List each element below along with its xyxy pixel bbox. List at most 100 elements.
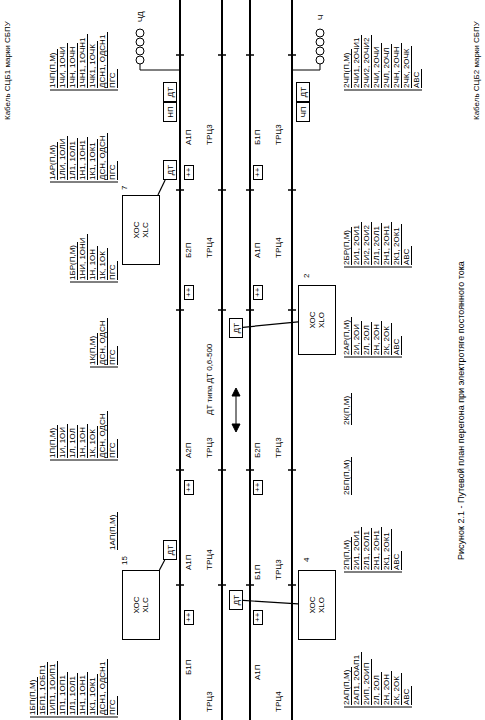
equipment-box: ДТ <box>296 82 310 102</box>
arrow-head <box>232 424 240 432</box>
cable-connector <box>243 322 298 327</box>
cable-wire-label: 1К1, 1ОК1 <box>88 139 98 180</box>
cable-wire-label: 1Н1, 1ОН1 <box>78 672 88 715</box>
track-label: Б2П <box>184 243 193 258</box>
track-label: ТРЦ3 <box>205 691 214 712</box>
track-label: ТРЦ4 <box>205 549 214 570</box>
track-circuit-box: ++ <box>184 480 194 495</box>
signal-cabinet: ХОСХLС <box>122 195 160 265</box>
cable-wire-label: 2ЧК, 2ОЧК <box>402 46 412 88</box>
track-label: А1П <box>184 554 193 570</box>
cable-bracket <box>50 90 118 91</box>
equipment-box: ЧП <box>296 102 310 122</box>
cable-wire-label: 1ЧН, 1ОЧН <box>68 43 78 88</box>
box-text: ДТ <box>232 323 241 333</box>
rail <box>291 0 293 720</box>
cable-wire-label: 1БП(П,М) <box>28 677 38 715</box>
cable-wire-label: 2И1, 2ОИ1 <box>352 527 362 570</box>
cable-wire-label: 2БР(П,М) <box>342 227 352 265</box>
cable-connector <box>158 180 165 195</box>
track-label: ЧД <box>136 11 145 22</box>
cable-wire-label: 2ЧИ, 2ОЧИ <box>372 43 382 88</box>
cable-wire-label: 2АП1, 2ОАП1 <box>352 652 362 705</box>
cable-wire-label: 2Л, 2ОЛ <box>362 322 372 355</box>
track-label: ТРЦ4 <box>274 691 283 712</box>
track-label: ТРЦ3 <box>205 437 214 458</box>
track-label: ТРЦ3 <box>205 124 214 145</box>
cable-wire-label: ПГС <box>108 70 118 89</box>
insulating-joint <box>218 54 226 56</box>
cable-bracket <box>344 707 412 708</box>
signal-lamp <box>136 38 144 46</box>
track-circuit-box: ++ <box>184 285 194 300</box>
cable-bracket <box>50 182 118 183</box>
cable-wire-label: 2БП(П,М) <box>342 457 352 495</box>
track-label: ТРЦ3 <box>274 437 283 458</box>
insulating-joint <box>246 309 254 311</box>
cable-wire-label: ДСН, ОДСН <box>98 133 108 180</box>
cable-wire-label: 1НИ, 1ОНИ <box>78 234 88 280</box>
cable-wire-label: 1К, 1ОК <box>98 248 108 280</box>
cable-wire-label: 1БР(П,М) <box>68 242 78 280</box>
cable-wire-label: 1АР(П,М) <box>48 142 58 180</box>
cable-wire-label: 2Н1, 2ОН1 <box>372 527 382 570</box>
cable-brackets <box>30 90 422 717</box>
box-text: ХОС <box>132 221 141 238</box>
insulating-joint <box>218 189 226 191</box>
insulating-joint <box>246 469 254 471</box>
track-circuit-box: ++ <box>253 610 263 625</box>
cable-wire-label: ДСН, ОДСН <box>98 318 108 365</box>
cable-wire-label: АВС <box>402 246 412 265</box>
insulating-joint <box>288 189 296 191</box>
cable-wire-label: 2ЧН, 2ОЧН <box>392 43 402 88</box>
signal-lamp <box>316 38 324 46</box>
signal-lamp <box>136 56 144 64</box>
signal-lamp <box>316 56 324 64</box>
insulating-joint <box>176 309 184 311</box>
cable-wire-label: ДСН, ОДСН <box>98 411 108 458</box>
equipment-box: ДТ <box>163 160 177 180</box>
arrow-line <box>236 392 237 428</box>
cable-wire-label: 2И, 2ОИ <box>352 321 362 355</box>
cable-wire-label: 2И2, 2ОИ2 <box>362 222 372 265</box>
box-text: ДТ <box>166 165 175 175</box>
box-text: НП <box>166 106 175 118</box>
track-label: ДТ типа ДТ 0,6-500 <box>205 344 214 415</box>
insulating-joint <box>288 309 296 311</box>
track-label: Кабель СЦБ2 марки СБПУ <box>472 21 481 120</box>
box-text: ХLО <box>317 597 326 613</box>
track-label: ТРЦ4 <box>205 237 214 258</box>
rail <box>221 0 223 720</box>
box-text: ХLО <box>317 312 326 328</box>
cable-wire-label: 1П1, 1ОП1 <box>58 672 68 715</box>
signal-mast <box>140 70 180 71</box>
track-label: А1П <box>253 664 262 680</box>
cable-wire-label: ДСН1, ОДСН1 <box>98 32 108 88</box>
callout-number: 7 <box>120 186 129 190</box>
box-text: ДТ <box>166 87 175 97</box>
cable-wire-label: 1Н1, 1ОН1 <box>78 137 88 180</box>
box-text: ХОС <box>308 596 317 613</box>
cable-wire-label: 2К(П,М) <box>342 393 352 425</box>
insulating-joint <box>218 309 226 311</box>
track-label: Ч <box>316 15 325 20</box>
track-label: А1П <box>184 129 193 145</box>
cable-wire-label: 2ЧП(П,М) <box>342 50 352 89</box>
track-circuit-box: ++ <box>253 165 263 180</box>
track-label: Б1П <box>253 565 262 580</box>
cable-wire-label: 2ЧИ2, 2ОЧИ2 <box>362 35 372 88</box>
cable-wire-label: ПГС <box>108 697 118 716</box>
cable-wire-label: 2К, 2ОК <box>382 323 392 355</box>
box-text: ДТ <box>232 595 241 605</box>
track-circuit-box: ++ <box>184 610 194 625</box>
cable-wire-label: 1Л1, 1ОЛ1 <box>68 138 78 180</box>
cable-wire-label: 2К1, 2ОК1 <box>392 224 402 265</box>
cable-wire-label: ПГС <box>108 162 118 181</box>
insulating-joint <box>288 54 296 56</box>
cable-connector <box>243 600 298 603</box>
direction-arrow <box>232 388 240 432</box>
track-label: Б2П <box>253 443 262 458</box>
signal-cabinet: ХОСХLО <box>298 570 336 640</box>
cable-wire-label: ПГС <box>108 262 118 281</box>
